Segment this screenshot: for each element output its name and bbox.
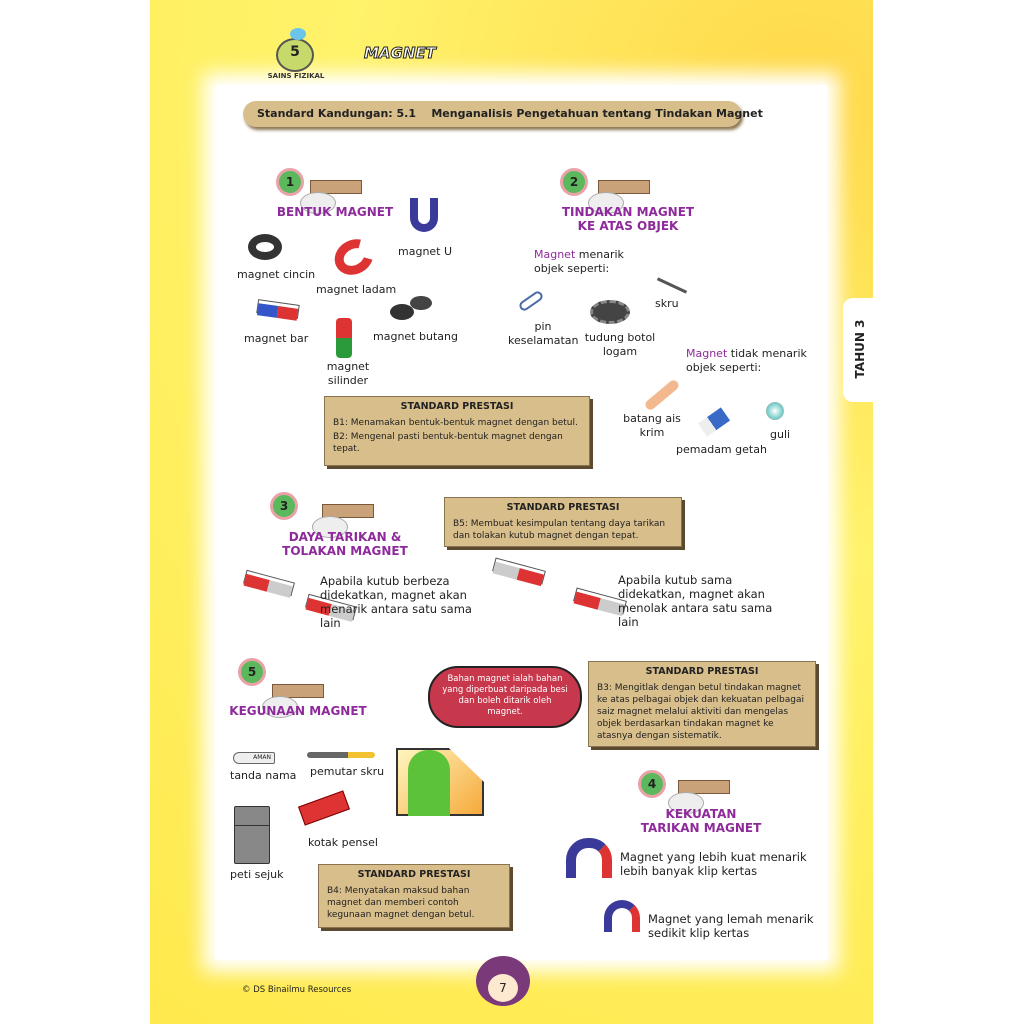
magnet-rig-image (588, 172, 650, 214)
section-title-kegunaan-magnet: KEGUNAAN MAGNET (229, 704, 367, 718)
section-title-bentuk-magnet: BENTUK MAGNET (276, 205, 394, 219)
section-title-tindakan-magnet: TINDAKAN MAGNET KE ATAS OBJEK (561, 205, 695, 233)
standard-kandungan-banner: Standard Kandungan: 5.1 Menganalisis Pen… (243, 101, 763, 127)
strong-magnet-with-clips (566, 838, 612, 878)
magnet-rig-image (262, 676, 324, 718)
screwdriver-image (307, 752, 375, 758)
side-tab-tahun: TAHUN 3 (843, 298, 875, 402)
magnet-rig-image (300, 172, 362, 214)
section-title-daya-tarikan: DAYA TARIKAN & TOLAKAN MAGNET (282, 530, 408, 558)
section-number-1: 1 (276, 168, 304, 196)
bottle-cap-image (590, 300, 630, 324)
page-title: MAGNET (364, 44, 437, 63)
speech-bubble: Bahan magnet ialah bahan yang diperbuat … (428, 666, 582, 728)
section-number-2: 2 (560, 168, 588, 196)
attract-intro: Magnet menarik objek seperti: (534, 248, 624, 275)
name-tag-image: AMAN (233, 752, 275, 764)
magnet-rig-image (668, 772, 730, 814)
section-number-3: 3 (270, 492, 298, 520)
copyright: © DS Binailmu Resources (242, 985, 352, 995)
ring-magnet-image (248, 234, 282, 260)
section-number-4: 4 (638, 770, 666, 798)
not-attract-intro: Magnet tidak menarik objek seperti: (686, 347, 807, 374)
penguin-page-badge: 7 (476, 956, 530, 1006)
section-title-kekuatan-tarikan: KEKUATAN TARIKAN MAGNET (640, 807, 762, 835)
cylinder-magnet-image (336, 318, 352, 358)
section-number-5: 5 (238, 658, 266, 686)
sains-fizikal-badge: 5 SAINS FIZIKAL (268, 28, 324, 84)
button-magnet-image (390, 296, 434, 322)
dinosaur-character (396, 748, 484, 816)
standard-prestasi-b1-b2: STANDARD PRESTASI B1: Menamakan bentuk-b… (324, 396, 590, 466)
weak-magnet-with-clips (604, 900, 640, 932)
marble-image (766, 402, 784, 420)
standard-prestasi-b4: STANDARD PRESTASI B4: Menyatakan maksud … (318, 864, 510, 928)
standard-prestasi-b3: STANDARD PRESTASI B3: Mengitlak dengan b… (588, 661, 816, 747)
fridge-image (234, 806, 270, 864)
magnet-rig-image (312, 496, 374, 538)
standard-prestasi-b5: STANDARD PRESTASI B5: Membuat kesimpulan… (444, 497, 682, 547)
u-magnet-image (410, 198, 438, 232)
